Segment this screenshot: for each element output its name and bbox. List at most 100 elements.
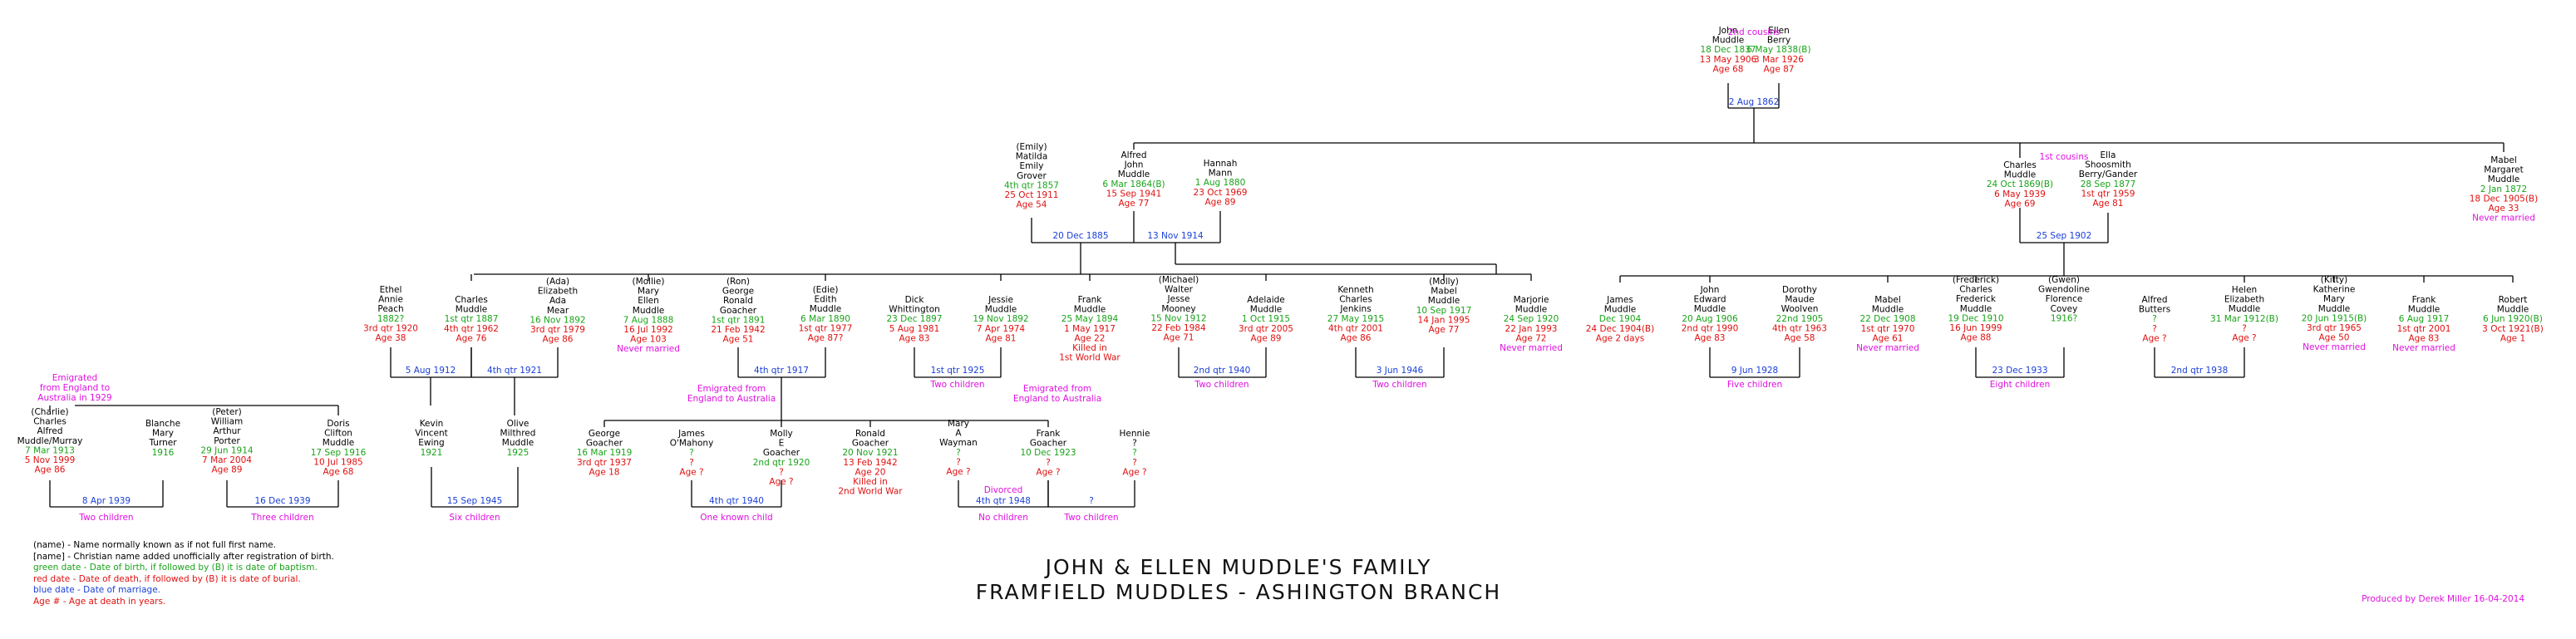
person-line: Muddle	[1250, 305, 1282, 315]
person-line: 19 Nov 1892	[973, 314, 1028, 324]
person-line: Charles	[1339, 295, 1372, 305]
person-line: Shoosmith	[2085, 160, 2131, 170]
person-line: Ellen	[638, 296, 659, 306]
note-c_michael: Two children	[1194, 380, 1249, 390]
note-divorced: Divorced	[984, 485, 1023, 495]
person-line: John	[1718, 26, 1738, 36]
person-line: 5 Nov 1999	[25, 455, 76, 465]
person-line: Butters	[2139, 305, 2170, 315]
person-line: (Mollie)	[633, 277, 665, 287]
person-line: 3rd qtr 1920	[363, 323, 418, 333]
person-line: Dick	[905, 295, 925, 305]
person-line: 17 Sep 1916	[311, 448, 367, 458]
person-hennie: Hennie???Age ?	[1119, 429, 1150, 477]
legend-item: red date - Date of death, if followed by…	[33, 573, 301, 584]
person-line: 27 May 1915	[1327, 314, 1384, 324]
person-line: Goacher	[852, 439, 889, 449]
person-line: Molly	[770, 429, 793, 439]
person-line: Age 68	[1712, 64, 1743, 74]
note-c_peter: Three children	[250, 513, 314, 523]
person-line: Age 58	[1784, 333, 1815, 343]
person-line: O'Mahony	[670, 439, 714, 449]
note-emig3b: England to Australia	[1013, 394, 1101, 404]
person-line: Charles	[455, 295, 488, 305]
person-line: Elizabeth	[538, 287, 578, 297]
person-line: George	[722, 287, 754, 297]
person-line: 3rd qtr 2005	[1239, 324, 1293, 334]
person-line: Age 77	[1428, 325, 1459, 335]
person-line: (Peter)	[212, 407, 242, 417]
note-emig1: Emigrated	[52, 373, 97, 383]
person-line: Helen	[2232, 285, 2257, 295]
person-line: Age ?	[679, 467, 703, 477]
note-m_peter: 16 Dec 1939	[254, 496, 310, 506]
person-line: ?	[2242, 323, 2247, 333]
person-line: Age 86	[542, 335, 573, 345]
person-line: 13 May 1906	[1700, 55, 1757, 65]
person-line: Goacher	[586, 439, 623, 449]
person-line: Age 72	[1515, 333, 1546, 343]
person-line: Hennie	[1119, 429, 1150, 439]
person-line: Jessie	[988, 295, 1013, 305]
person-line: Never married	[2472, 214, 2535, 224]
person-line: 10 Dec 1923	[1020, 448, 1076, 458]
person-line: 6 May 1939	[1994, 189, 2046, 199]
person-line: Age 38	[375, 333, 406, 343]
person-line: 7 Mar 2004	[202, 455, 252, 465]
person-line: Muddle	[1604, 305, 1636, 315]
person-line: Matilda	[1016, 152, 1048, 162]
person-line: Muddle	[2408, 305, 2440, 315]
note-m_edie: 4th qtr 1917	[754, 366, 809, 376]
person-line: Age 51	[722, 335, 753, 345]
person-line: 16 Mar 1919	[577, 448, 633, 458]
person-line: Muddle	[1515, 305, 1547, 315]
person-line: (Edie)	[813, 285, 839, 295]
person-line: Muddle	[2488, 174, 2519, 184]
person-line: 1st qtr 1959	[2081, 189, 2135, 199]
person-line: Frank	[1037, 429, 1061, 439]
person-line: Muddle	[1960, 304, 1992, 314]
person-line: Elizabeth	[2224, 295, 2264, 305]
person-line: Turner	[148, 438, 177, 448]
person-line: Alfred	[1121, 150, 1146, 160]
person-line: 3rd qtr 1937	[577, 458, 632, 468]
person-line: 31 Mar 1912(B)	[2210, 314, 2278, 324]
person-line: Gwendoline	[2038, 285, 2090, 295]
note-emig1b: from England to	[40, 383, 110, 393]
person-line: Never married	[1856, 343, 1919, 353]
person-line: 4th qtr 1962	[444, 324, 499, 334]
person-line: James	[1606, 295, 1633, 305]
person-line: Goacher	[720, 306, 757, 316]
legend-item: [name] - Christian name added unofficial…	[33, 551, 334, 562]
person-line: Hannah	[1204, 159, 1238, 169]
person-line: John	[1700, 285, 1720, 295]
person-line: Killed in	[1072, 343, 1107, 353]
note-m_molly: 3 Jun 1946	[1377, 366, 1424, 376]
person-line: Arthur	[213, 426, 241, 436]
person-line: Goacher	[1030, 439, 1067, 449]
note-m_charlie: 8 Apr 1939	[82, 496, 131, 506]
person-line: 25 Oct 1911	[1005, 190, 1059, 200]
person-line: Age 86	[34, 465, 65, 475]
person-line: Muddle	[810, 304, 841, 314]
person-line: Age ?	[1122, 467, 1146, 477]
person-line: Muddle	[2497, 305, 2529, 315]
person-line: William	[211, 417, 243, 427]
person-line: Grover	[1017, 171, 1047, 181]
